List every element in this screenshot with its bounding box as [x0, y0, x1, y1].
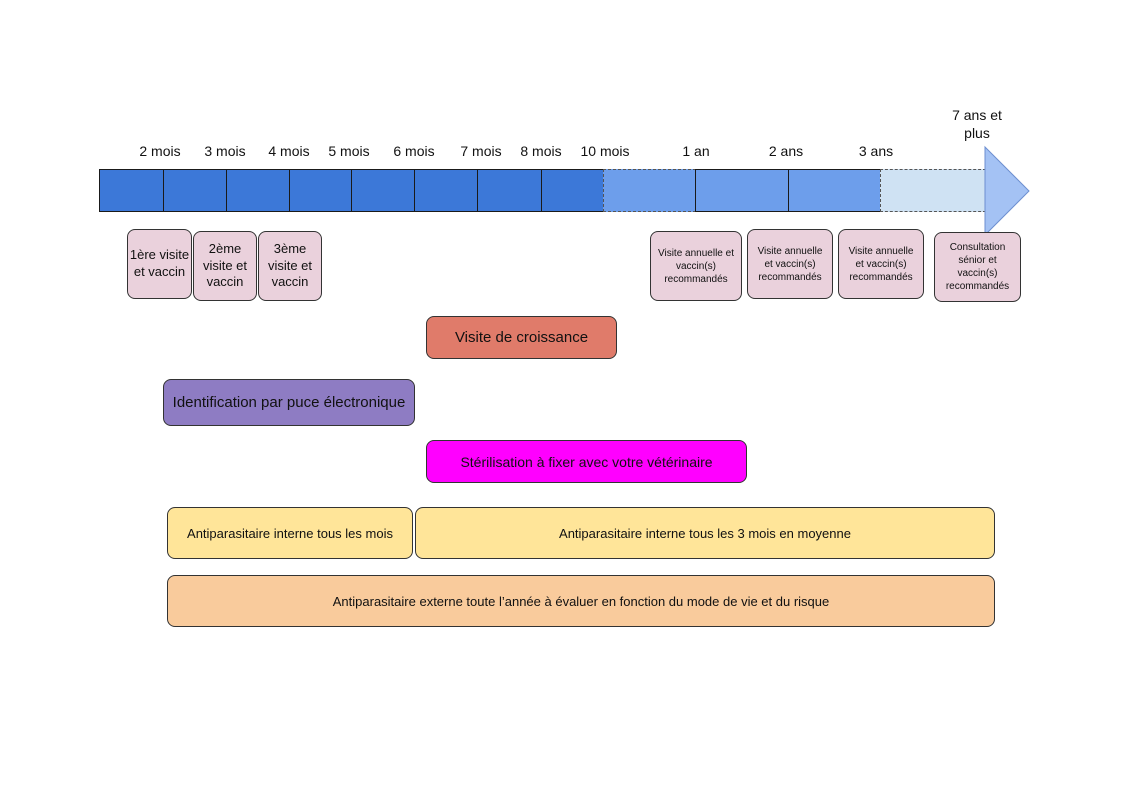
timeline-segment	[880, 169, 986, 212]
timeline-segment	[477, 169, 542, 212]
timeline-label-1-an: 1 an	[682, 143, 710, 159]
timeline-segment	[603, 169, 696, 212]
visit-box-label: Visite annuelle et vaccin(s) recommandés	[848, 245, 914, 283]
visit-box-label: Consultation sénior et vaccin(s) recomma…	[945, 242, 1010, 292]
timeline-segment	[289, 169, 352, 212]
timeline-label-6-mois: 6 mois	[393, 143, 435, 159]
timeline-label-7-mois: 7 mois	[460, 143, 502, 159]
visit-box-label: 2ème visite et vaccin	[202, 240, 248, 290]
timeline-segment	[351, 169, 415, 212]
bar-visite-croissance: Visite de croissance	[426, 316, 617, 359]
visit-box-1: 1ère visite et vaccin	[127, 229, 192, 299]
timeline-segment	[163, 169, 227, 212]
timeline-segment	[695, 169, 789, 212]
visit-box-label: Visite annuelle et vaccin(s) recommandés	[757, 245, 823, 283]
timeline-segment	[414, 169, 478, 212]
timeline-label-7-ans-et-plus: 7 ans et plus	[952, 107, 1002, 141]
timeline-label-2-mois: 2 mois	[139, 143, 181, 159]
timeline-segment	[99, 169, 164, 212]
bar-sterilisation: Stérilisation à fixer avec votre vétérin…	[426, 440, 747, 483]
timeline-segment	[226, 169, 290, 212]
timeline-label-3-ans: 3 ans	[858, 143, 894, 159]
timeline-label-5-mois: 5 mois	[328, 143, 370, 159]
visit-box-annual-1: Visite annuelle et vaccin(s) recommandés	[650, 231, 742, 301]
visit-box-3: 3ème visite et vaccin	[258, 231, 322, 301]
bar-antiparasitaire-interne-3-mois: Antiparasitaire interne tous les 3 mois …	[415, 507, 995, 559]
timeline-label-8-mois: 8 mois	[520, 143, 562, 159]
arrow-head-icon	[984, 145, 1030, 237]
timeline-label-10-mois: 10 mois	[580, 143, 630, 159]
visit-box-annual-2: Visite annuelle et vaccin(s) recommandés	[747, 229, 833, 299]
visit-box-label: 3ème visite et vaccin	[267, 240, 313, 290]
visit-box-label: 1ère visite et vaccin	[129, 247, 190, 279]
timeline-segment	[788, 169, 881, 212]
visit-box-label: Visite annuelle et vaccin(s) recommandés	[658, 247, 734, 285]
timeline-segment	[541, 169, 604, 212]
bar-antiparasitaire-externe: Antiparasitaire externe toute l’année à …	[167, 575, 995, 627]
timeline-label-3-mois: 3 mois	[204, 143, 246, 159]
timeline-label-4-mois: 4 mois	[268, 143, 310, 159]
bar-antiparasitaire-interne-mois: Antiparasitaire interne tous les mois	[167, 507, 413, 559]
timeline-label-2-ans: 2 ans	[768, 143, 804, 159]
visit-box-2: 2ème visite et vaccin	[193, 231, 257, 301]
bar-identification-puce: Identification par puce électronique	[163, 379, 415, 426]
visit-box-senior: Consultation sénior et vaccin(s) recomma…	[934, 232, 1021, 302]
visit-box-annual-3: Visite annuelle et vaccin(s) recommandés	[838, 229, 924, 299]
